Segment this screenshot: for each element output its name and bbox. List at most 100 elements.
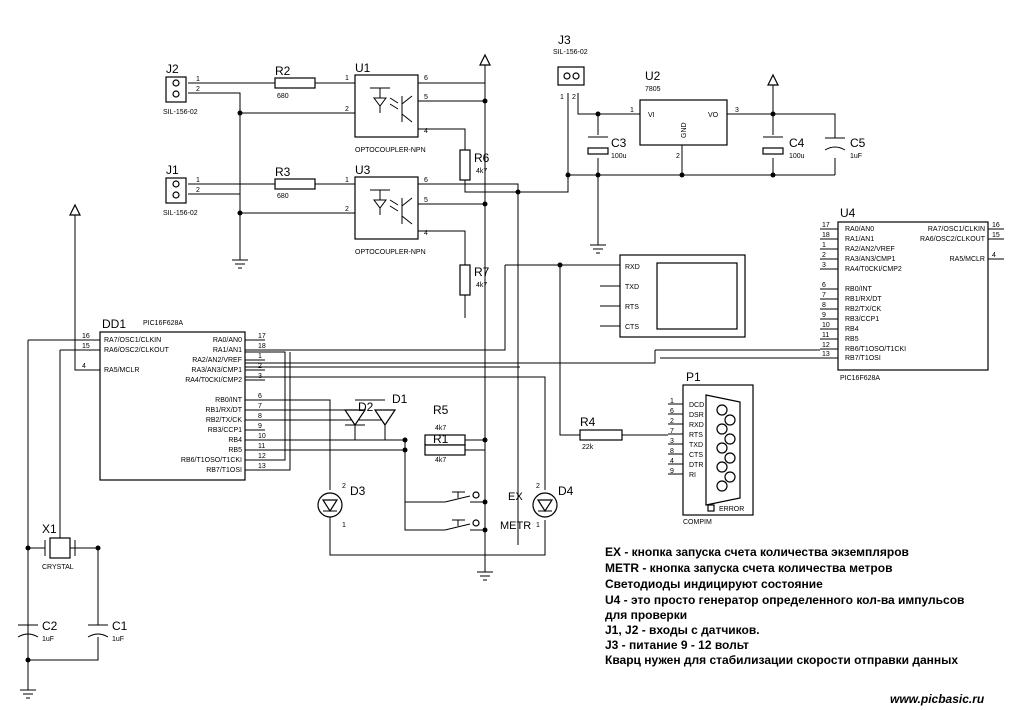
svg-text:2: 2	[345, 106, 349, 113]
u4-pin-name: RA5/MCLR	[950, 256, 985, 263]
u4-pin-num: 8	[822, 302, 826, 309]
dd1-pin-num: 6	[258, 393, 262, 400]
p1-pin-name: DSR	[689, 412, 704, 419]
j1-ref: J1	[166, 163, 179, 177]
vcc-arrow-icon	[767, 73, 779, 86]
p1-pin-num: 1	[670, 398, 674, 405]
u4-pin-num: 9	[822, 312, 826, 319]
svg-text:1: 1	[345, 177, 349, 184]
svg-text:1: 1	[630, 107, 634, 114]
svg-text:VI: VI	[648, 112, 655, 119]
p1-pin-name: DCD	[689, 402, 704, 409]
j3-part: SIL-156-02	[553, 49, 588, 56]
svg-text:C1: C1	[112, 619, 128, 633]
svg-text:C3: C3	[611, 136, 627, 150]
diode-d1: D1	[373, 392, 408, 427]
note-line: J1, J2 - входы с датчиков.	[605, 623, 760, 637]
dd1-pin-name: RB4	[228, 437, 242, 444]
u4-pin-num: 2	[822, 252, 826, 259]
u4-pin-num: 17	[822, 222, 830, 229]
svg-text:2: 2	[342, 483, 346, 490]
svg-text:1: 1	[536, 522, 540, 529]
u4-pin-name: RA7/OSC1/CLKIN	[928, 226, 985, 233]
crystal-x1: X1 CRYSTAL	[42, 522, 76, 571]
svg-text:1: 1	[345, 75, 349, 82]
j3-ref: J3	[558, 33, 571, 47]
dd1-pin-name: RB3/CCP1	[208, 427, 242, 434]
dd1-pin-num: 16	[82, 333, 90, 340]
svg-text:2: 2	[536, 483, 540, 490]
svg-text:3: 3	[735, 107, 739, 114]
dd1-pin-num: 15	[82, 343, 90, 350]
dd1-pin-num: 9	[258, 423, 262, 430]
button-ex[interactable]: EX	[444, 491, 523, 503]
dd1-pin-num: 13	[258, 463, 266, 470]
dd1-pin-num: 3	[258, 373, 262, 380]
u4-pin-name: RA0/AN0	[845, 226, 874, 233]
u4-pin-num: 3	[822, 262, 826, 269]
u4-pin-name: RB6/T1OSO/T1CKI	[845, 346, 906, 353]
svg-text:COMPIM: COMPIM	[683, 519, 712, 526]
svg-text:4k7: 4k7	[476, 282, 487, 289]
dd1-left-pins: 16RA7/OSC1/CLKIN15RA6/OSC2/CLKOUT4RA5/MC…	[80, 333, 170, 374]
capacitor-c2: C2 1uF	[17, 619, 58, 643]
svg-text:2: 2	[196, 86, 200, 93]
dd1-pin-num: 7	[258, 403, 262, 410]
j2-ref: J2	[166, 62, 179, 76]
p1-pin-name: RI	[689, 472, 696, 479]
svg-text:2: 2	[345, 206, 349, 213]
u4-pin-name: RA2/AN2/VREF	[845, 246, 895, 253]
u4-pin-name: RB5	[845, 336, 859, 343]
ic-u4: U4 PIC16F628A 17RA0/AN018RA1/AN11RA2/AN2…	[820, 206, 1004, 382]
svg-text:2: 2	[676, 153, 680, 160]
svg-text:U4: U4	[840, 206, 856, 220]
svg-text:D4: D4	[558, 484, 574, 498]
svg-text:EX: EX	[508, 491, 523, 503]
dd1-pin-name: RA4/T0CKI/CMP2	[185, 377, 242, 384]
dd1-pin-num: 11	[258, 443, 265, 450]
u4-pin-num: 10	[822, 322, 830, 329]
connector-j1: J1 SIL-156-02 1 2	[163, 163, 200, 217]
note-line: Кварц нужен для стабилизации скорости от…	[605, 653, 958, 667]
svg-text:1: 1	[196, 76, 200, 83]
led-d3: D3 2 1	[317, 483, 366, 529]
vcc-arrow-icon	[69, 203, 81, 216]
u4-pin-name: RA3/AN3/CMP1	[845, 256, 896, 263]
svg-text:4: 4	[424, 230, 428, 237]
svg-text:R7: R7	[474, 265, 490, 279]
svg-text:C4: C4	[789, 136, 805, 150]
dd1-pin-name: RB2/TX/CK	[206, 417, 243, 424]
button-metr[interactable]: METR	[444, 519, 531, 532]
optocoupler-u3: U3 OPTOCOUPLER-NPN 6 5 4 1 2	[345, 163, 428, 256]
p1-pin-num: 4	[670, 458, 674, 465]
p1-pin-num: 8	[670, 448, 674, 455]
u4-pin-name: RB3/CCP1	[845, 316, 879, 323]
terminal-pin-label: RXD	[625, 264, 640, 271]
dd1-pin-num: 2	[258, 363, 262, 370]
svg-text:R6: R6	[474, 151, 490, 165]
dd1-pin-name: RA7/OSC1/CLKIN	[104, 337, 161, 344]
svg-text:PIC16F628A: PIC16F628A	[143, 320, 183, 327]
dd1-pin-name: RA3/AN3/CMP1	[191, 367, 242, 374]
svg-text:PIC16F628A: PIC16F628A	[840, 375, 880, 382]
svg-text:D1: D1	[392, 392, 408, 406]
note-line: EX - кнопка запуска счета количества экз…	[605, 545, 909, 559]
p1-pin-name: RXD	[689, 422, 704, 429]
dd1-pin-num: 4	[82, 363, 86, 370]
u4-pin-name: RA6/OSC2/CLKOUT	[920, 236, 986, 243]
p1-pin-num: 3	[670, 438, 674, 445]
svg-text:6: 6	[424, 177, 428, 184]
note-line: METR - кнопка запуска счета количества м…	[605, 561, 892, 575]
capacitor-c3: C3 100u	[587, 136, 627, 160]
regulator-u2: U2 7805 VI VO GND 1 3 2	[630, 69, 739, 160]
dd1-pin-name: RB6/T1OSO/T1CKI	[181, 457, 242, 464]
resistor-r4: R4 22k	[579, 415, 623, 451]
svg-text:R4: R4	[580, 415, 596, 429]
ground-icon	[477, 571, 493, 581]
svg-text:R2: R2	[275, 64, 291, 78]
p1-pin-num: 2	[670, 418, 674, 425]
dd1-pin-name: RA2/AN2/VREF	[192, 357, 242, 364]
note-line: для проверки	[605, 608, 687, 622]
svg-text:DD1: DD1	[102, 317, 126, 331]
u4-pin-name: RB4	[845, 326, 859, 333]
